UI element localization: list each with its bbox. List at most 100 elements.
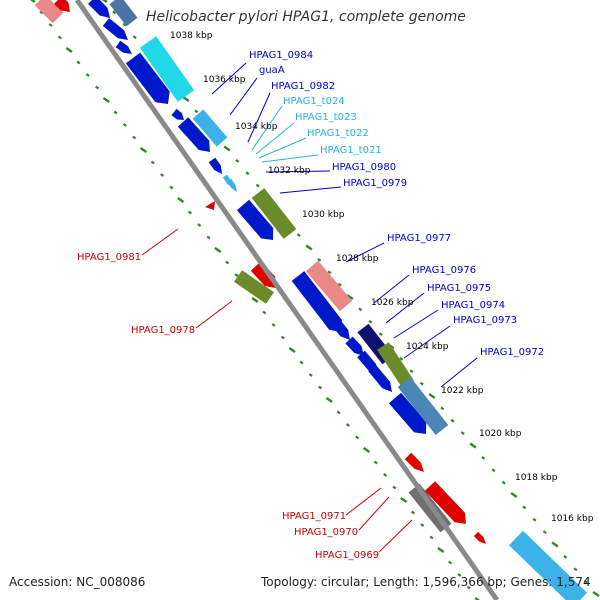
reverse-gene-feature xyxy=(473,531,486,544)
leader-line xyxy=(385,292,425,324)
outer-tick-mark xyxy=(440,406,445,411)
forward-gene-feature xyxy=(177,117,210,152)
outer-tick-mark xyxy=(481,456,486,460)
genome-backbone xyxy=(74,0,500,600)
reverse-gene-feature xyxy=(250,261,276,288)
kbp-scale-label: 1020 kbp xyxy=(479,429,522,439)
inner-tick-mark xyxy=(187,210,192,215)
leader-line xyxy=(345,242,385,263)
inner-tick-mark xyxy=(197,223,202,227)
forward-gene-feature xyxy=(236,199,274,240)
outer-tick-mark xyxy=(522,505,527,510)
inner-tick-mark xyxy=(132,135,137,140)
kbp-scale-label: 1030 kbp xyxy=(302,210,345,220)
leader-line xyxy=(265,170,331,173)
outer-tick-mark xyxy=(450,418,455,423)
leader-line xyxy=(141,228,179,256)
forward-gene-label: HPAG1_0975 xyxy=(427,283,491,294)
outer-tick-mark xyxy=(296,233,301,237)
inner-tick-mark xyxy=(29,0,36,3)
leader-line xyxy=(403,325,451,359)
leader-line xyxy=(261,154,319,163)
forward-gene-label: HPAG1_0973 xyxy=(453,315,517,326)
inner-tick-mark xyxy=(271,323,276,327)
kbp-scale-label: 1036 kbp xyxy=(203,75,246,85)
outer-tick-mark xyxy=(255,183,260,188)
forward-gene-feature xyxy=(171,108,184,120)
forward-gene-label: HPAG1_0974 xyxy=(441,300,505,311)
accession-text: Accession: NC_008086 xyxy=(9,575,146,589)
outer-tick-mark xyxy=(101,0,108,3)
rna-gene-label: HPAG1_t021 xyxy=(320,145,382,156)
outer-tick-mark xyxy=(337,282,342,287)
inner-tick-mark xyxy=(325,397,333,403)
outer-tick-mark xyxy=(305,244,313,251)
inner-tick-mark xyxy=(214,247,222,253)
inner-tick-mark xyxy=(150,160,155,165)
inner-tick-mark xyxy=(102,97,110,103)
forward-gene-label: HPAG1_0984 xyxy=(249,50,313,61)
inner-tick-mark xyxy=(95,85,100,90)
outer-tick-mark xyxy=(378,332,383,336)
inner-tick-mark xyxy=(355,435,360,440)
inner-tick-mark xyxy=(48,23,53,27)
inner-tick-mark xyxy=(76,60,81,65)
leader-line xyxy=(255,122,295,155)
inner-tick-mark xyxy=(288,347,296,353)
inner-tick-mark xyxy=(448,560,453,565)
leader-line xyxy=(247,92,271,143)
forward-gene-feature xyxy=(208,157,222,174)
outer-tick-mark xyxy=(510,492,518,498)
reverse-gene-feature xyxy=(54,0,70,12)
inner-tick-mark xyxy=(345,423,350,427)
kbp-scale-label: 1018 kbp xyxy=(515,473,558,483)
leader-line xyxy=(393,309,439,339)
forward-gene-label: HPAG1_0982 xyxy=(271,81,335,92)
inner-tick-mark xyxy=(392,485,397,490)
outer-tick-mark xyxy=(245,171,250,176)
inner-tick-mark xyxy=(400,497,408,503)
inner-tick-mark xyxy=(336,410,341,415)
outer-tick-mark xyxy=(573,567,578,572)
kbp-scale-label: 1026 kbp xyxy=(371,298,414,308)
inner-tick-mark xyxy=(65,47,73,53)
inner-tick-mark xyxy=(169,185,174,190)
inner-tick-mark xyxy=(262,310,267,315)
inner-tick-mark xyxy=(362,447,371,453)
inner-tick-mark xyxy=(308,373,313,377)
kbp-scale-label: 1038 kbp xyxy=(170,31,213,41)
inner-tick-mark xyxy=(234,273,239,277)
outer-tick-mark xyxy=(491,468,496,473)
forward-gene-feature xyxy=(125,52,170,104)
reverse-gene-feature xyxy=(404,452,424,472)
forward-gene-feature xyxy=(102,18,128,40)
forward-gene-feature xyxy=(368,364,392,392)
inner-tick-mark xyxy=(466,585,471,590)
inner-tick-mark xyxy=(280,335,285,340)
leader-line xyxy=(440,357,478,388)
leader-line xyxy=(258,137,307,159)
inner-tick-mark xyxy=(57,35,62,40)
outer-tick-mark xyxy=(327,270,332,275)
inner-tick-mark xyxy=(206,235,211,240)
forward-gene-feature xyxy=(328,314,350,340)
forward-gene-feature xyxy=(397,377,449,435)
inner-tick-mark xyxy=(39,10,44,15)
kbp-scale-label: 1024 kbp xyxy=(406,342,449,352)
inner-tick-mark xyxy=(225,260,230,265)
outer-tick-mark xyxy=(469,442,477,449)
inner-tick-mark xyxy=(139,147,148,153)
outer-tick-mark xyxy=(428,393,436,399)
inner-tick-mark xyxy=(429,535,434,540)
outer-tick-mark xyxy=(132,35,137,39)
outer-tick-mark xyxy=(532,517,537,522)
inner-tick-mark xyxy=(383,473,388,477)
forward-gene-feature xyxy=(377,342,414,388)
outer-tick-mark xyxy=(317,258,322,262)
leader-line xyxy=(345,487,382,516)
outer-tick-mark xyxy=(542,530,547,534)
forward-gene-label: HPAG1_0979 xyxy=(343,178,407,189)
outer-tick-mark xyxy=(368,319,373,324)
